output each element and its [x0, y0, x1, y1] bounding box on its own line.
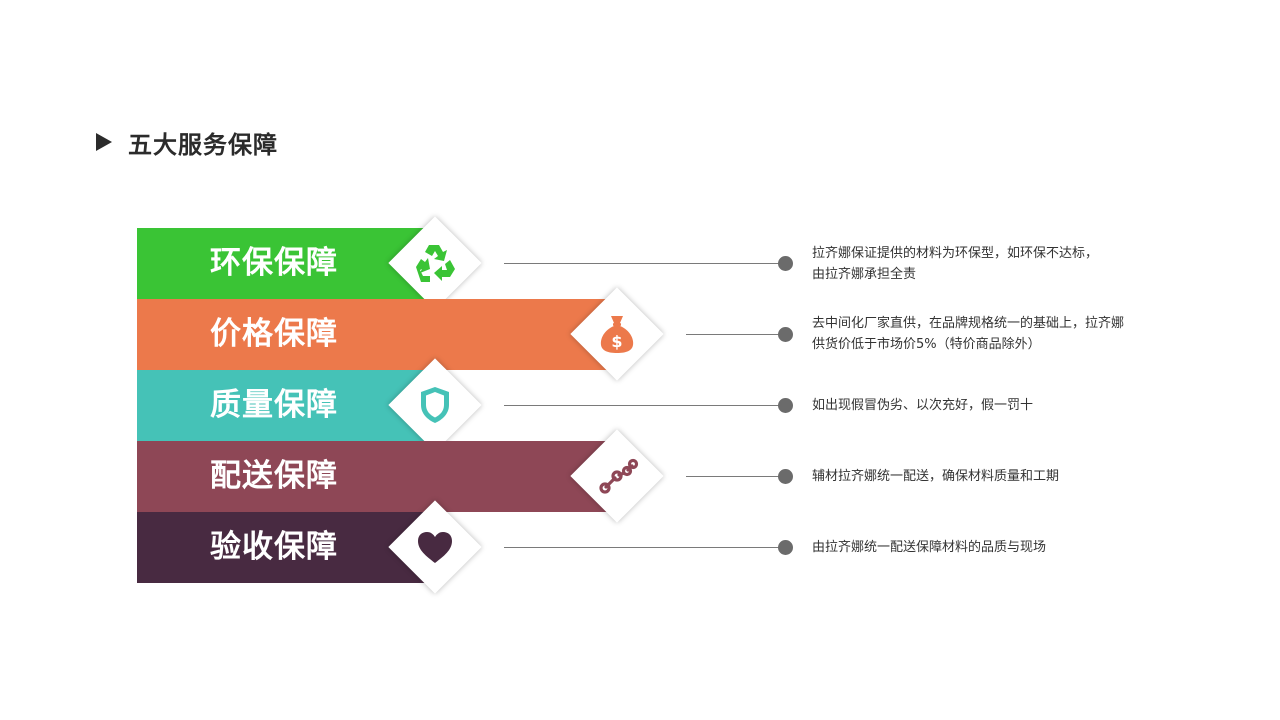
bullet-dot — [778, 256, 793, 271]
bullet-dot — [778, 469, 793, 484]
band-acceptance: 验收保障 — [137, 512, 425, 583]
leader-line — [504, 263, 785, 264]
band-delivery: 配送保障 — [137, 441, 607, 512]
leader-line — [504, 405, 785, 406]
money-bag-icon: $ — [594, 311, 640, 357]
band-label: 配送保障 — [210, 458, 338, 494]
band-label: 环保保障 — [210, 245, 338, 281]
heart-icon — [412, 524, 458, 570]
bullet-dot — [778, 398, 793, 413]
recycle-icon — [412, 240, 458, 286]
page-header: 五大服务保障 — [96, 126, 278, 159]
band-label: 价格保障 — [210, 316, 338, 352]
bullet-dot — [778, 327, 793, 342]
band-environmental: 环保保障 — [137, 228, 425, 299]
shield-icon — [412, 382, 458, 428]
page-title: 五大服务保障 — [128, 130, 278, 159]
leader-line — [686, 476, 785, 477]
description-acceptance: 由拉齐娜统一配送保障材料的品质与现场 — [812, 540, 1047, 555]
svg-text:$: $ — [611, 332, 622, 351]
band-label: 质量保障 — [210, 387, 338, 423]
description-price: 去中间化厂家直供，在品牌规格统一的基础上，拉齐娜 供货价低于市场价5%（特价商品… — [812, 316, 1125, 352]
band-price: 价格保障 — [137, 299, 607, 370]
description-environmental: 拉齐娜保证提供的材料为环保型，如环保不达标， 由拉齐娜承担全责 — [812, 246, 1099, 282]
route-icon — [594, 453, 640, 499]
band-label: 验收保障 — [210, 529, 338, 565]
leader-line — [686, 334, 785, 335]
bullet-dot — [778, 540, 793, 555]
description-delivery: 辅材拉齐娜统一配送，确保材料质量和工期 — [812, 469, 1060, 484]
description-quality: 如出现假冒伪劣、以次充好，假一罚十 — [812, 398, 1034, 413]
play-arrow-icon — [96, 133, 112, 151]
band-quality: 质量保障 — [137, 370, 425, 441]
leader-line — [504, 547, 785, 548]
